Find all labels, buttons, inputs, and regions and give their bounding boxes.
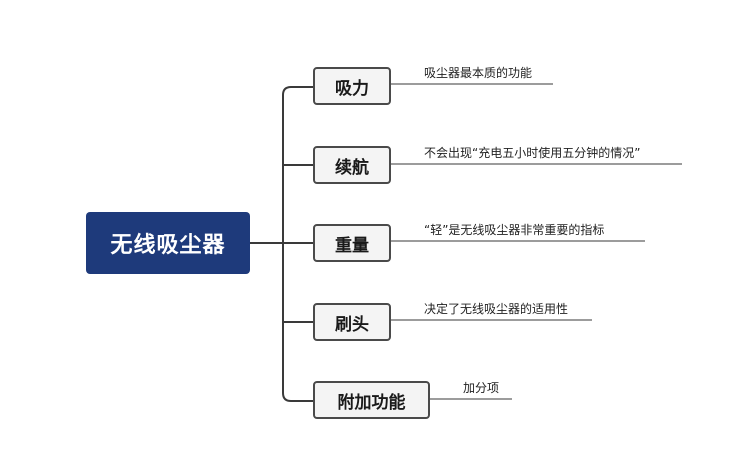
branch-topic-extra-features[interactable]: 附加功能 (313, 381, 430, 419)
branch-note-brush-head: 决定了无线吸尘器的适用性 (424, 302, 569, 316)
root-topic[interactable]: 无线吸尘器 (86, 212, 250, 274)
branch-topic-weight[interactable]: 重量 (313, 224, 391, 262)
branch-topic-brush-head[interactable]: 刷头 (313, 303, 391, 341)
branch-topic-battery-life[interactable]: 续航 (313, 146, 391, 184)
branch-note-extra-features: 加分项 (463, 381, 500, 395)
branch-note-suction: 吸尘器最本质的功能 (424, 66, 533, 80)
branch-topic-suction[interactable]: 吸力 (313, 67, 391, 105)
branch-note-weight: “轻”是无线吸尘器非常重要的指标 (424, 223, 605, 237)
branch-note-battery-life: 不会出现“充电五小时使用五分钟的情况” (424, 146, 641, 160)
